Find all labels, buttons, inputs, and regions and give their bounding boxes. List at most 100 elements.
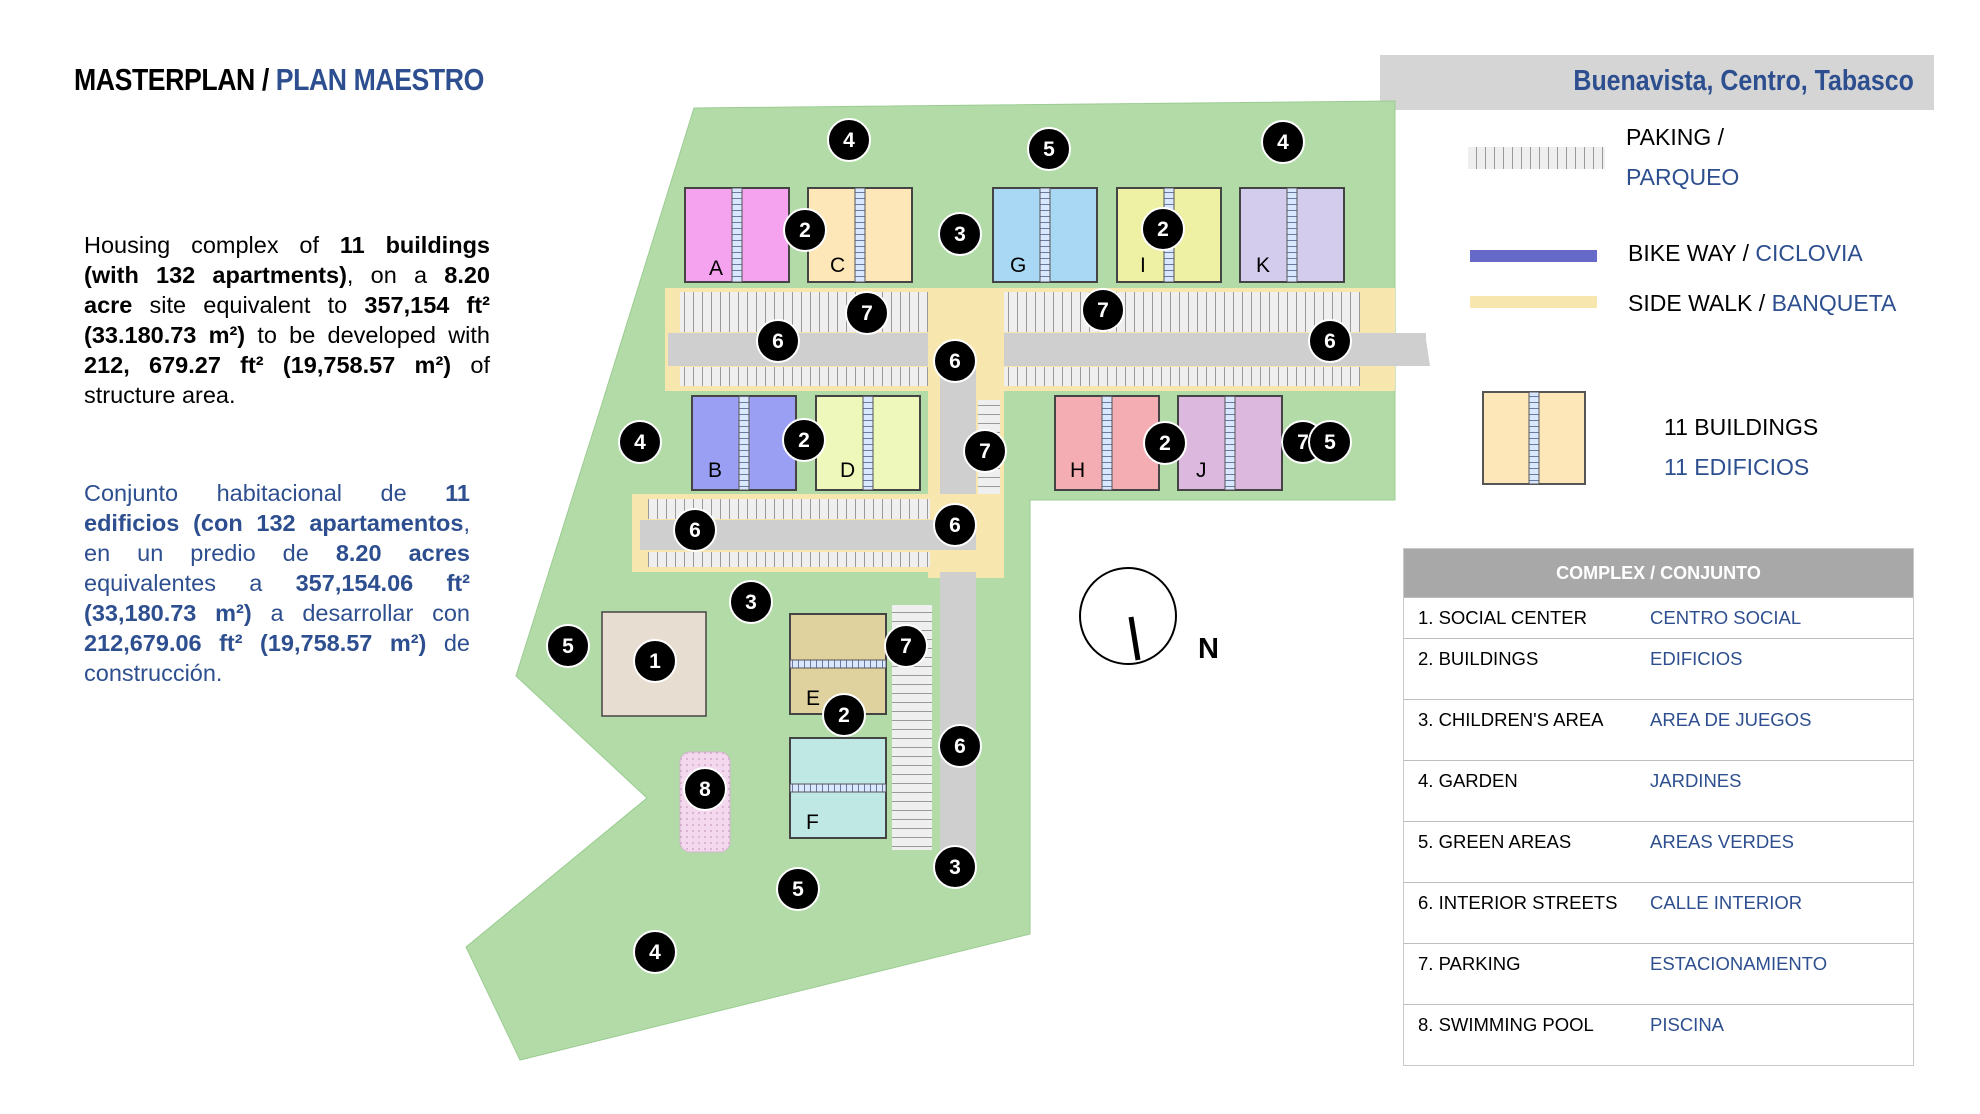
description-bold: 357,154 ft² bbox=[364, 292, 490, 318]
marker-label: 7 bbox=[1097, 299, 1109, 322]
marker-1: 1 bbox=[633, 639, 677, 683]
marker-5: 5 bbox=[776, 867, 820, 911]
marker-6: 6 bbox=[1308, 319, 1352, 363]
description-line: Housing complex of 11 buildings bbox=[84, 230, 490, 260]
table-cell-en: 1. SOCIAL CENTER bbox=[1418, 607, 1587, 628]
location-bar: Buenavista, Centro, Tabasco bbox=[1380, 55, 1934, 110]
building-core bbox=[1224, 395, 1236, 491]
building-label: J bbox=[1196, 459, 1207, 482]
building-f: F bbox=[789, 737, 887, 839]
table-cell-es: PISCINA bbox=[1650, 1014, 1725, 1035]
marker-label: 2 bbox=[1159, 432, 1171, 455]
table-cell-es: CALLE INTERIOR bbox=[1650, 892, 1803, 913]
compass-label: N bbox=[1198, 633, 1219, 665]
complex-table-header: COMPLEX / CONJUNTO bbox=[1404, 549, 1913, 597]
compass-needle bbox=[1128, 616, 1141, 661]
building-core bbox=[1101, 395, 1113, 491]
building-label: K bbox=[1256, 254, 1270, 277]
building-b: B bbox=[691, 395, 797, 491]
parking-north-left-2 bbox=[680, 367, 928, 386]
marker-7: 7 bbox=[963, 429, 1007, 473]
parking-middle-2 bbox=[648, 552, 930, 567]
building-label: I bbox=[1140, 254, 1146, 277]
table-row: 5. GREEN AREAS AREAS VERDES bbox=[1404, 821, 1913, 882]
description-text: de bbox=[426, 630, 470, 656]
description-text: , bbox=[463, 510, 470, 536]
table-row: 3. CHILDREN'S AREA AREA DE JUEGOS bbox=[1404, 699, 1913, 760]
table-cell-en: 4. GARDEN bbox=[1418, 770, 1518, 791]
table-cell-en: 3. CHILDREN'S AREA bbox=[1418, 709, 1604, 730]
description-bold: 212, 679.27 ft² (19,758.57 m²) bbox=[84, 352, 452, 378]
marker-label: 2 bbox=[799, 219, 811, 242]
description-text: construcción. bbox=[84, 660, 223, 686]
building-core bbox=[854, 187, 866, 283]
table-cell-en: 8. SWIMMING POOL bbox=[1418, 1014, 1594, 1035]
marker-label: 5 bbox=[1324, 431, 1336, 454]
description-line: acre site equivalent to 357,154 ft² bbox=[84, 290, 490, 320]
building-j: J bbox=[1177, 395, 1283, 491]
building-a: A bbox=[684, 187, 790, 283]
marker-label: 4 bbox=[649, 941, 661, 964]
description-line: en un predio de 8.20 acres bbox=[84, 538, 470, 568]
building-label: H bbox=[1070, 459, 1085, 482]
marker-label: 5 bbox=[1043, 138, 1055, 161]
marker-2: 2 bbox=[1141, 207, 1185, 251]
legend-buildings-label: 11 BUILDINGS bbox=[1664, 414, 1819, 440]
marker-3: 3 bbox=[933, 845, 977, 889]
legend-parking-label-es: PARQUEO bbox=[1626, 164, 1740, 190]
description-line: (33.180.73 m²) to be developed with bbox=[84, 320, 490, 350]
description-text: a desarrollar con bbox=[251, 600, 470, 626]
description-line: Conjunto habitacional de 11 bbox=[84, 478, 470, 508]
building-core bbox=[789, 659, 887, 669]
marker-label: 3 bbox=[949, 856, 961, 879]
description-line: structure area. bbox=[84, 380, 490, 410]
building-label: E bbox=[806, 687, 820, 710]
description-text: Conjunto habitacional de bbox=[84, 480, 446, 506]
marker-2: 2 bbox=[782, 418, 826, 462]
parking-north-right-2 bbox=[990, 367, 1360, 386]
marker-3: 3 bbox=[938, 212, 982, 256]
table-row: 4. GARDEN JARDINES bbox=[1404, 760, 1913, 821]
building-core bbox=[738, 395, 750, 491]
marker-4: 4 bbox=[827, 118, 871, 162]
marker-label: 4 bbox=[843, 129, 855, 152]
description-text: en un predio de bbox=[84, 540, 336, 566]
table-cell-es: AREAS VERDES bbox=[1650, 831, 1794, 852]
description-line: (with 132 apartments), on a 8.20 bbox=[84, 260, 490, 290]
table-cell-en: 5. GREEN AREAS bbox=[1418, 831, 1572, 852]
parking-north-left bbox=[680, 292, 928, 332]
legend-bikeway-en: BIKE WAY / bbox=[1628, 240, 1749, 266]
description-text: of bbox=[451, 352, 490, 378]
legend-sidewalk-en: SIDE WALK / bbox=[1628, 290, 1766, 316]
marker-5: 5 bbox=[546, 624, 590, 668]
description-bold: 8.20 bbox=[444, 262, 490, 288]
table-cell-es: JARDINES bbox=[1650, 770, 1742, 791]
marker-label: 7 bbox=[861, 302, 873, 325]
marker-2: 2 bbox=[822, 693, 866, 737]
marker-6: 6 bbox=[933, 339, 977, 383]
marker-label: 6 bbox=[689, 519, 701, 542]
description-line: construcción. bbox=[84, 658, 470, 688]
building-label: F bbox=[806, 811, 819, 834]
building-label: D bbox=[840, 459, 855, 482]
marker-6: 6 bbox=[756, 319, 800, 363]
building-label: A bbox=[709, 257, 723, 280]
building-label: C bbox=[830, 254, 845, 277]
description-bold: (33,180.73 m²) bbox=[84, 600, 252, 626]
building-g: G bbox=[992, 187, 1098, 283]
marker-label: 7 bbox=[900, 635, 912, 658]
description-bold: (with 132 apartments) bbox=[84, 262, 347, 288]
parking-middle bbox=[648, 499, 930, 519]
description-text: equivalentes a bbox=[84, 570, 296, 596]
description-text: , on a bbox=[346, 262, 445, 288]
description-line: equivalentes a 357,154.06 ft² bbox=[84, 568, 470, 598]
building-k: K bbox=[1239, 187, 1345, 283]
legend-sidewalk-es: BANQUETA bbox=[1771, 290, 1897, 316]
location-text: Buenavista, Centro, Tabasco bbox=[1573, 65, 1914, 97]
marker-3: 3 bbox=[729, 580, 773, 624]
legend-sidewalk-swatch bbox=[1470, 296, 1597, 308]
table-cell-es: AREA DE JUEGOS bbox=[1650, 709, 1812, 730]
compass-circle bbox=[1079, 567, 1177, 665]
